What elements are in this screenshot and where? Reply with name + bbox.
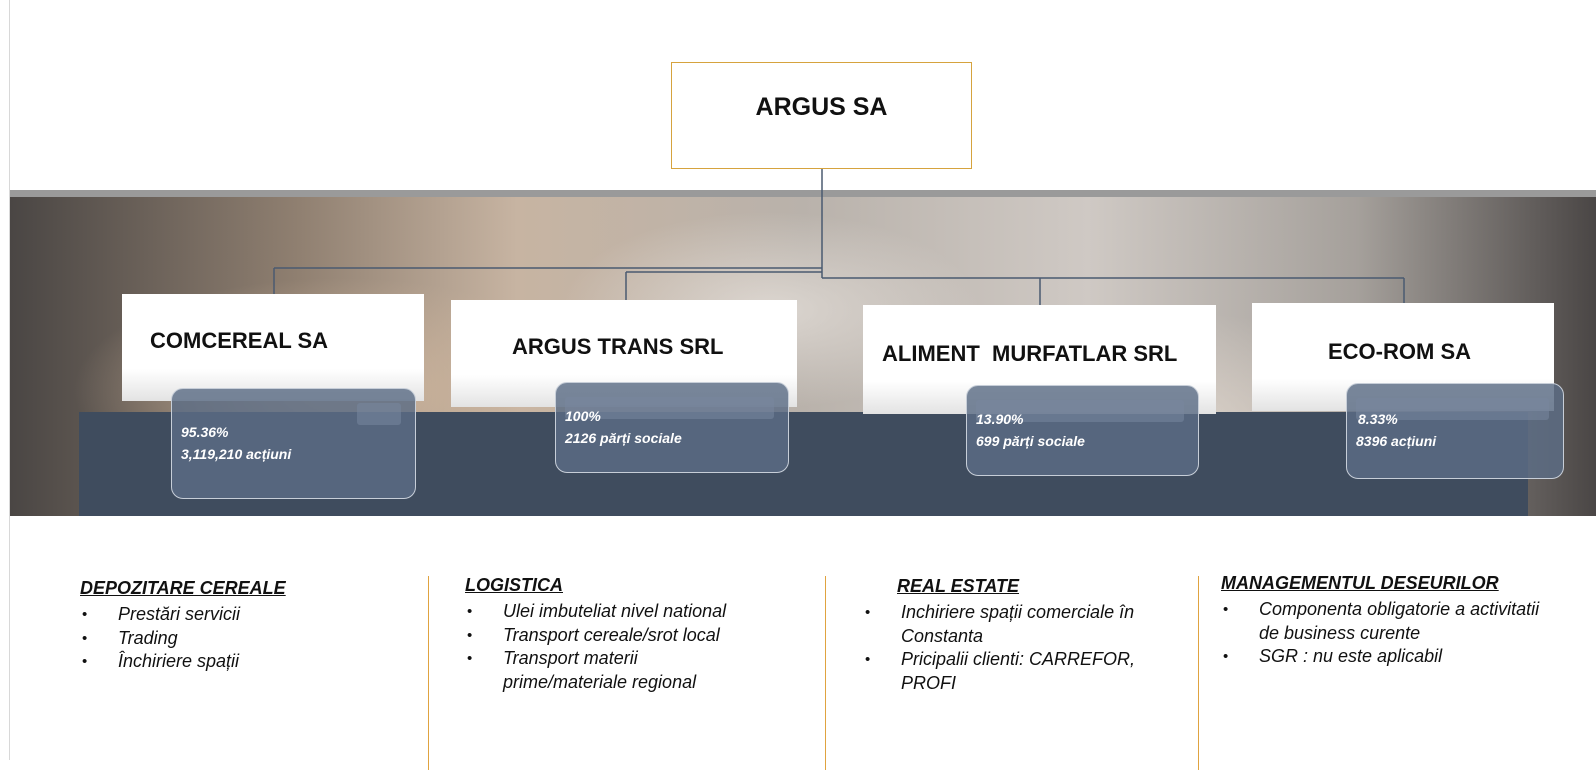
subsidiary-name: ECO-ROM SA bbox=[1328, 339, 1471, 364]
activity-heading: MANAGEMENTUL DESEURILOR bbox=[1221, 573, 1499, 593]
stake-percent: 13.90% bbox=[976, 411, 1024, 427]
subsidiary-name: ARGUS TRANS SRL bbox=[512, 334, 724, 359]
activity-list: Ulei imbuteliat nivel national Transport… bbox=[465, 600, 815, 694]
root-title: ARGUS SA bbox=[755, 93, 888, 121]
activity-item: Inchiriere spații comerciale în Constant… bbox=[863, 601, 1141, 648]
stake-box-argus-trans: 100% 2126 părți sociale bbox=[555, 382, 789, 473]
stake-shares: 699 părți sociale bbox=[976, 433, 1085, 449]
column-separator bbox=[428, 576, 429, 770]
stake-box-aliment-murfatlar: 13.90% 699 părți sociale bbox=[966, 385, 1199, 476]
band-top-strip bbox=[10, 190, 1596, 197]
subsidiary-name: COMCEREAL SA bbox=[150, 328, 329, 353]
activity-item: Ulei imbuteliat nivel national bbox=[465, 600, 815, 624]
activity-list: Inchiriere spații comerciale în Constant… bbox=[863, 601, 1183, 695]
activity-item: SGR : nu este aplicabil bbox=[1221, 645, 1593, 669]
activity-column-deseuri: MANAGEMENTUL DESEURILOR Componenta oblig… bbox=[1221, 573, 1593, 669]
stake-box-strip bbox=[976, 400, 1184, 422]
subsidiary-box-comcereal: COMCEREAL SA bbox=[122, 294, 424, 401]
activity-column-logistica: LOGISTICA Ulei imbuteliat nivel national… bbox=[465, 575, 815, 694]
activity-heading: DEPOZITARE CEREALE bbox=[80, 578, 286, 598]
stake-box-strip bbox=[357, 403, 401, 425]
activity-list: Prestări servicii Trading Închiriere spa… bbox=[80, 603, 410, 674]
subsidiary-name: ALIMENT MURFATLAR SRL bbox=[882, 341, 1178, 366]
column-separator bbox=[825, 576, 826, 770]
stake-percent: 8.33% bbox=[1358, 411, 1398, 427]
activity-item: Transport cereale/srot local bbox=[465, 624, 815, 648]
activity-item: Pricipalii clienti: CARREFOR, PROFI bbox=[863, 648, 1171, 695]
activity-list: Componenta obligatorie a activitatii de … bbox=[1221, 598, 1593, 669]
stake-box-comcereal: 95.36% 3,119,210 acțiuni bbox=[171, 388, 416, 499]
stake-shares: 8396 acțiuni bbox=[1356, 433, 1437, 449]
activity-item: Componenta obligatorie a activitatii de … bbox=[1221, 598, 1559, 645]
stake-box-eco-rom: 8.33% 8396 acțiuni bbox=[1346, 383, 1564, 479]
activity-column-real-estate: REAL ESTATE Inchiriere spații comerciale… bbox=[863, 576, 1183, 695]
activity-heading: LOGISTICA bbox=[465, 575, 563, 595]
stake-percent: 100% bbox=[565, 408, 601, 424]
stake-shares: 2126 părți sociale bbox=[565, 430, 682, 446]
left-margin-rule bbox=[9, 0, 10, 760]
stake-shares: 3,119,210 acțiuni bbox=[181, 446, 292, 462]
stake-box-strip bbox=[1356, 398, 1549, 420]
activity-column-depozitare: DEPOZITARE CEREALE Prestări servicii Tra… bbox=[80, 578, 410, 674]
activity-item: Trading bbox=[80, 627, 410, 651]
stake-box-strip bbox=[565, 397, 774, 419]
stake-percent: 95.36% bbox=[181, 424, 229, 440]
root-node: ARGUS SA bbox=[671, 62, 972, 169]
activity-item: Transport materii prime/materiale region… bbox=[465, 647, 723, 694]
activity-item: Închiriere spații bbox=[80, 650, 410, 674]
column-separator bbox=[1198, 576, 1199, 770]
activity-item: Prestări servicii bbox=[80, 603, 410, 627]
activity-heading: REAL ESTATE bbox=[897, 576, 1020, 596]
